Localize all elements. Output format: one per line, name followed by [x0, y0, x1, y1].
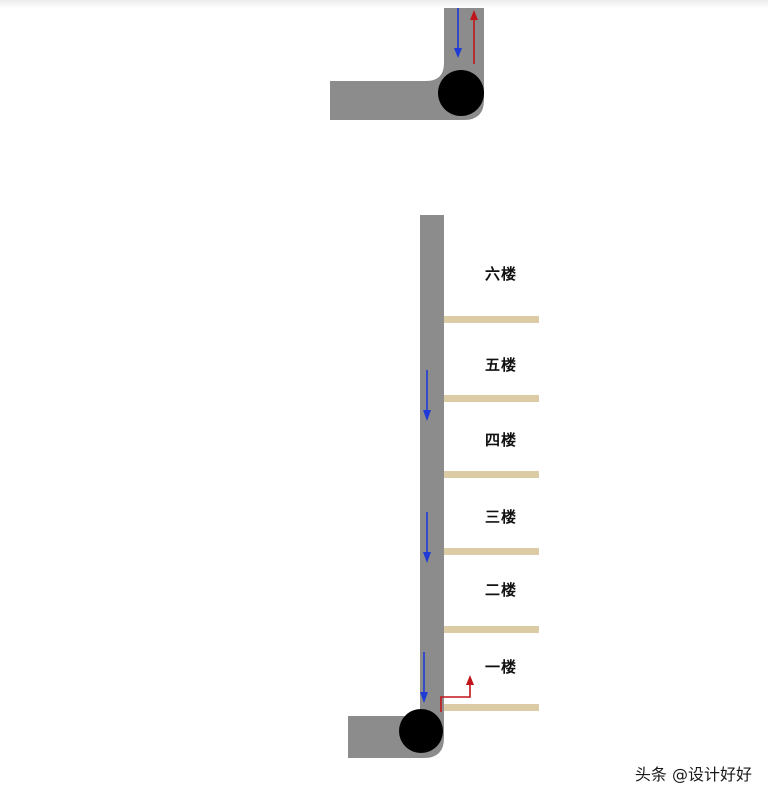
- floor-slab-3: [444, 548, 539, 555]
- backflow-up-arrow: [440, 675, 474, 712]
- stack-down-arrow-3: [420, 652, 428, 703]
- floor-slab-1: [444, 704, 539, 711]
- floor-label-6: 六楼: [484, 265, 517, 283]
- floor-label-5: 五楼: [484, 356, 517, 374]
- main-stack-pipe: [348, 215, 444, 758]
- floor-label-1: 一楼: [484, 658, 517, 676]
- top-shadow-bar: [0, 0, 768, 8]
- floor-slab-5: [444, 395, 539, 402]
- floor-slab-6: [444, 316, 539, 323]
- floor-label-4: 四楼: [484, 431, 517, 449]
- bottom-elbow-ball: [399, 709, 443, 753]
- floor-label-2: 二楼: [484, 581, 517, 599]
- top-up-arrow: [470, 10, 478, 64]
- floor-label-3: 三楼: [484, 508, 517, 526]
- stack-down-arrow-1: [423, 370, 431, 421]
- watermark-text: 头条 @设计好好: [634, 765, 752, 784]
- floor-slab-4: [444, 471, 539, 478]
- stack-down-arrow-2: [423, 512, 431, 563]
- top-down-arrow: [454, 8, 462, 58]
- floor-slab-2: [444, 626, 539, 633]
- top-elbow-ball: [438, 70, 484, 116]
